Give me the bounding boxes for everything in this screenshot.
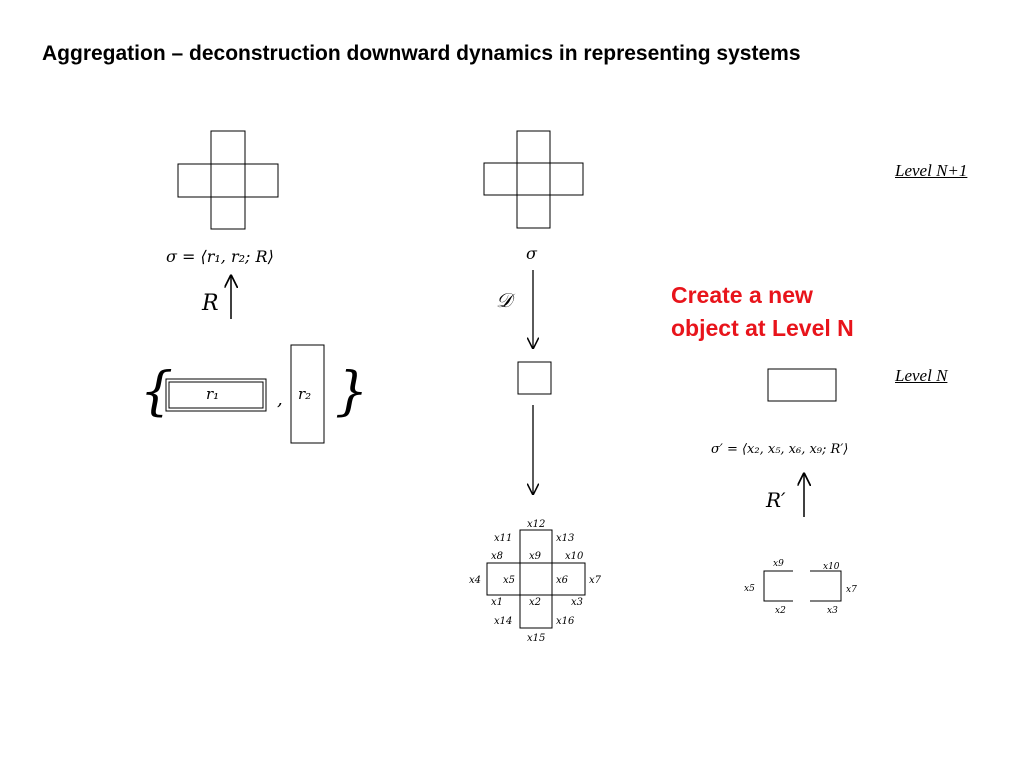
sigma-prime-formula: σ′ = ⟨x₂, x₅, x₆, x₉; R′⟩ [711,442,848,457]
left-brace: { [140,362,173,422]
grid-label-x14: x14 [494,616,512,627]
left-sigma-formula: σ = ⟨r₁, r₂; R⟩ [166,247,274,266]
new-object-rectangle [767,368,837,402]
right-label-x7: x7 [846,585,857,595]
grid-label-x9: x9 [529,551,542,562]
left-relation-label: R [201,291,219,316]
right-label-x3: x3 [827,606,838,616]
r1-inner-rectangle [168,381,264,409]
right-label-x2: x2 [775,606,786,616]
right-brace: } [335,362,368,422]
note-line-1: Create a new [671,282,813,308]
grid-label-x1: x1 [491,597,503,608]
grid-label-x6: x6 [556,575,569,586]
left-comma: , [277,389,283,410]
grid-label-x4: x4 [469,575,481,586]
deconstruction-operator: 𝒟 [496,288,516,312]
r2-label: r₂ [298,385,311,403]
right-label-x5: x5 [744,584,755,594]
create-object-note: Create a new object at Level N [671,279,854,345]
middle-cross-shape [483,130,584,229]
grid-label-x7: x7 [589,575,602,586]
level-n-label: Level N [895,366,948,385]
grid-label-x12: x12 [527,519,545,530]
grid-label-x16: x16 [556,616,575,627]
r1-rectangle [165,378,267,412]
grid-label-x2: x2 [529,597,541,608]
grid-label-x11: x11 [494,533,512,544]
middle-sigma-label: σ [526,244,538,263]
labeled-cross-grid [486,529,586,629]
level-n-plus-1-label: Level N+1 [895,161,968,180]
grid-labels: x12 x11 x13 x8 x9 x10 x4 x5 x6 x7 x1 x2 … [469,519,602,644]
right-grid-labels: x9 x10 x5 x7 x2 x3 [744,559,857,616]
middle-single-square [517,361,552,395]
page-title: Aggregation – deconstruction downward dy… [42,42,801,65]
r1-label: r₁ [206,385,219,403]
right-label-x9: x9 [773,559,784,569]
right-label-x10: x10 [823,562,840,572]
grid-label-x3: x3 [571,597,583,608]
right-relation-label: R′ [765,488,786,512]
left-cross-shape [177,130,279,230]
grid-label-x15: x15 [527,633,545,644]
grid-label-x8: x8 [491,551,503,562]
grid-label-x5: x5 [503,575,515,586]
r2-rectangle [290,344,325,444]
grid-label-x10: x10 [565,551,584,562]
note-line-2: object at Level N [671,315,854,341]
grid-label-x13: x13 [556,533,574,544]
partial-square-shapes [763,570,842,602]
